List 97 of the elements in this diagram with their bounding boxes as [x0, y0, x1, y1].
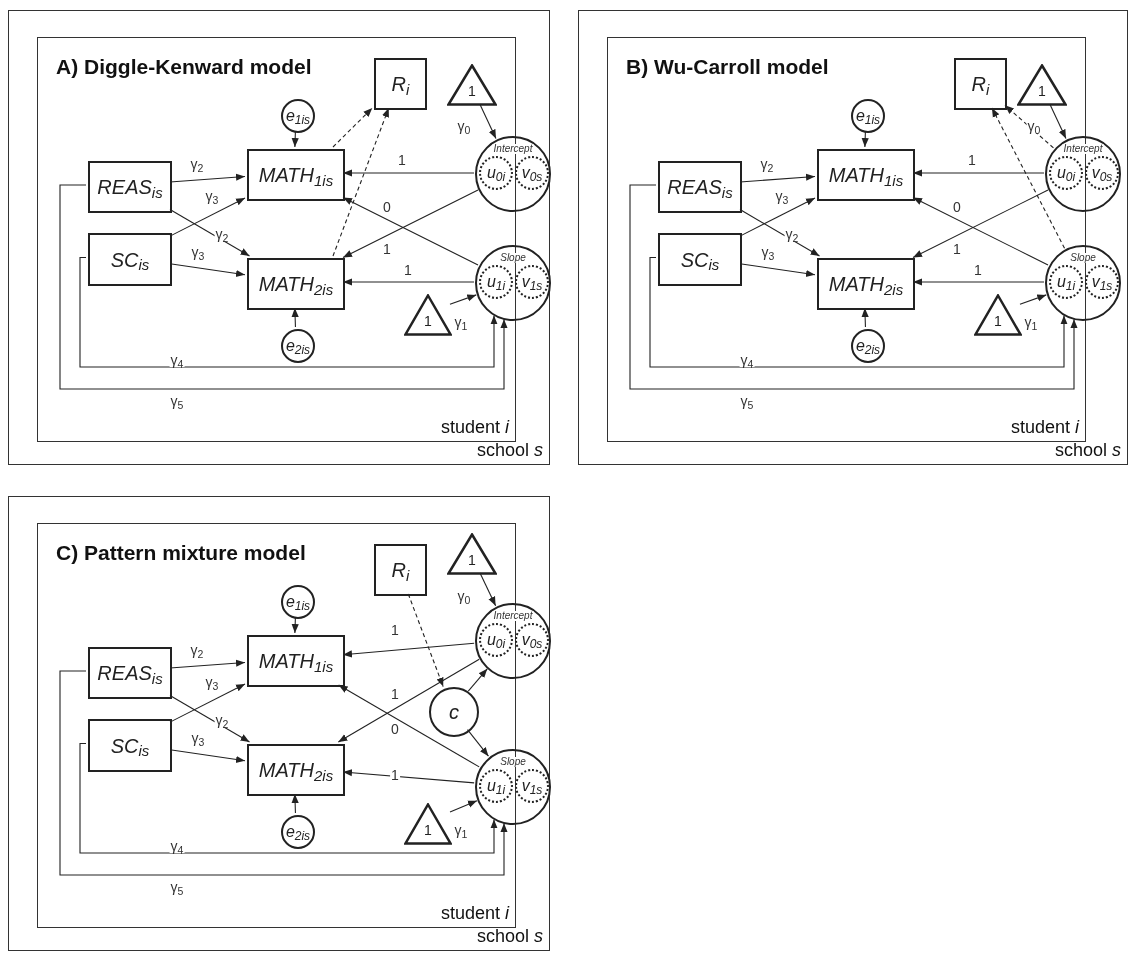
- level-label: student i: [440, 901, 509, 924]
- arrow: [337, 658, 480, 743]
- arrow: [169, 173, 246, 183]
- edge-label: 1: [382, 242, 392, 256]
- dashed-arrow: [332, 107, 373, 148]
- panel-title: B) Wu-Carroll model: [626, 54, 829, 80]
- edge-label: 1: [397, 153, 407, 167]
- edge-label: 1: [952, 242, 962, 256]
- arrow: [169, 695, 251, 743]
- arrow: [449, 800, 478, 813]
- arrow: [467, 668, 488, 692]
- variable-box: SC$_{is}$: [88, 233, 172, 286]
- arrow: [342, 642, 475, 658]
- edge-label: 1: [973, 263, 983, 277]
- arrow: [912, 189, 1049, 259]
- edge-label: 0: [952, 200, 962, 214]
- variable-box: REAS$_{is}$: [88, 647, 172, 699]
- arrow: [342, 278, 475, 286]
- arrow: [861, 130, 869, 148]
- variable-box: MATH$_{1is}$: [817, 149, 915, 201]
- constant-triangle: 1: [447, 533, 497, 575]
- variable-box: R$_{i}$: [374, 58, 427, 110]
- edge-label: 1: [390, 623, 400, 637]
- arrow: [79, 256, 498, 368]
- constant-triangle: 1: [404, 294, 452, 336]
- factor-label: Slope: [499, 253, 527, 263]
- arrow: [912, 169, 1045, 177]
- arrow: [629, 184, 1078, 390]
- variable-box: MATH$_{1is}$: [247, 149, 345, 201]
- arrow: [1049, 103, 1067, 140]
- arrow: [291, 307, 299, 328]
- arrow: [739, 263, 816, 277]
- arrow: [169, 749, 246, 763]
- dashed-arrow: [991, 107, 1066, 249]
- edge-label: 1: [403, 263, 413, 277]
- arrow: [169, 683, 246, 723]
- arrow: [479, 572, 497, 607]
- level-label: school s: [476, 924, 543, 947]
- arrow: [466, 729, 489, 757]
- variable-box: MATH$_{1is}$: [247, 635, 345, 687]
- arrow: [169, 197, 246, 237]
- arrow: [912, 196, 1049, 266]
- arrow: [291, 130, 299, 148]
- variable-box: MATH$_{2is}$: [817, 258, 915, 310]
- factor-label: Intercept: [492, 611, 534, 621]
- edge-label: 1: [967, 153, 977, 167]
- variable-box: SC$_{is}$: [658, 233, 742, 286]
- dashed-arrow: [407, 593, 444, 688]
- factor-label: Slope: [499, 757, 527, 767]
- arrow: [739, 197, 816, 237]
- arrow: [169, 659, 246, 669]
- arrow: [912, 278, 1045, 286]
- variable-box: MATH$_{2is}$: [247, 258, 345, 310]
- dashed-arrow: [332, 107, 390, 257]
- constant-triangle: 1: [974, 294, 1022, 336]
- variable-box: REAS$_{is}$: [88, 161, 172, 213]
- edge-label: 1: [390, 687, 400, 701]
- arrow: [342, 196, 479, 266]
- arrow: [342, 769, 475, 784]
- arrow: [291, 616, 299, 634]
- factor-label: Intercept: [1062, 144, 1104, 154]
- dashed-arrow: [1004, 104, 1054, 149]
- factor-label: Intercept: [492, 144, 534, 154]
- level-label: student i: [440, 415, 509, 438]
- edge-label: 0: [382, 200, 392, 214]
- variable-box: R$_{i}$: [954, 58, 1007, 110]
- variable-box: MATH$_{2is}$: [247, 744, 345, 796]
- edge-label: 0: [390, 722, 400, 736]
- factor-label: Slope: [1069, 253, 1097, 263]
- arrow: [739, 173, 816, 183]
- variable-box: SC$_{is}$: [88, 719, 172, 772]
- level-label: school s: [1054, 438, 1121, 461]
- arrow: [79, 742, 498, 854]
- constant-triangle: 1: [1017, 64, 1067, 106]
- panel-title: A) Diggle-Kenward model: [56, 54, 312, 80]
- constant-triangle: 1: [447, 64, 497, 106]
- variable-box: REAS$_{is}$: [658, 161, 742, 213]
- constant-triangle: 1: [404, 803, 452, 845]
- arrow: [59, 670, 508, 876]
- panel-title: C) Pattern mixture model: [56, 540, 306, 566]
- arrow: [1019, 294, 1047, 305]
- arrow: [169, 209, 251, 257]
- arrow: [861, 307, 869, 328]
- level-label: school s: [476, 438, 543, 461]
- arrow: [291, 793, 299, 814]
- arrow: [649, 256, 1068, 368]
- arrow: [338, 684, 480, 768]
- edge-label: 1: [390, 768, 400, 782]
- arrow: [342, 169, 475, 177]
- arrow: [449, 294, 477, 305]
- level-label: student i: [1010, 415, 1079, 438]
- arrow: [59, 184, 508, 390]
- arrow: [479, 103, 497, 140]
- arrow: [342, 189, 479, 259]
- arrow: [739, 209, 821, 257]
- arrow: [169, 263, 246, 277]
- variable-box: R$_{i}$: [374, 544, 427, 596]
